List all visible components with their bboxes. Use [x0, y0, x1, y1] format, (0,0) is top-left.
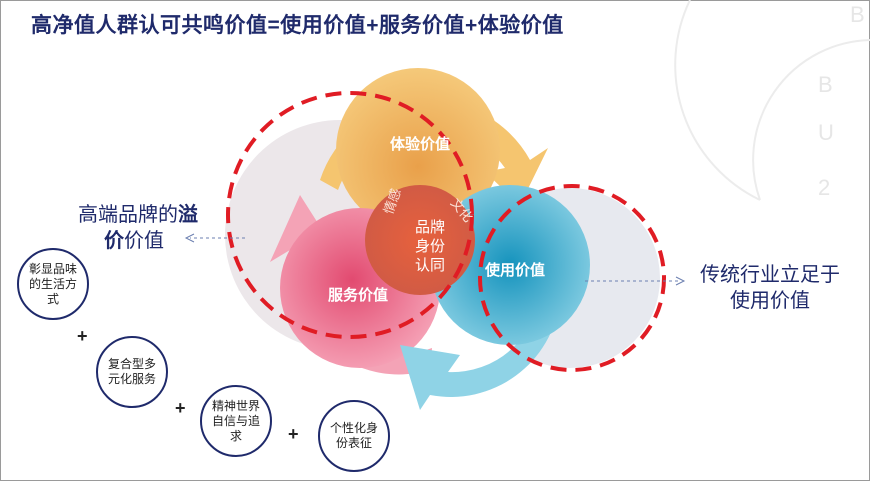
service-label: 服务价值 [328, 286, 388, 304]
left-dashed-circle [226, 91, 474, 339]
center-circle [365, 185, 475, 295]
page-title: 高净值人群认可共鸣价值=使用价值+服务价值+体验价值 [31, 14, 564, 37]
feature-circle-services: 复合型多元化服务 [96, 336, 168, 408]
use-label: 使用价值 [484, 261, 545, 279]
plus-sign: + [77, 326, 88, 346]
feature-circle-lifestyle: 彰显品味的生活方式 [17, 248, 89, 320]
watermark-letter: B [818, 72, 833, 97]
feature-circle-spirit: 精神世界自信与追求 [200, 385, 272, 457]
traditional-industry-label: 传统行业立足于 使用价值 [700, 264, 840, 312]
premium-value-label: 高端品牌的溢 价价值 [78, 204, 198, 252]
feature-circle-identity: 个性化身份表征 [318, 400, 390, 472]
plus-sign: + [175, 398, 186, 418]
experience-label: 体验价值 [390, 135, 450, 153]
watermark-letter: U [818, 120, 834, 145]
left-arrowhead [184, 233, 195, 243]
plus-sign: + [288, 424, 299, 444]
center-line: 认同 [415, 257, 445, 274]
watermark-letter: B [850, 2, 865, 27]
center-line: 品牌 [415, 219, 445, 236]
right-arrowhead [675, 276, 686, 286]
center-line: 身份 [415, 238, 445, 255]
experience-swirl [320, 68, 548, 232]
watermark-letter: 2 [818, 175, 830, 200]
right-dashed-circle [478, 184, 666, 372]
